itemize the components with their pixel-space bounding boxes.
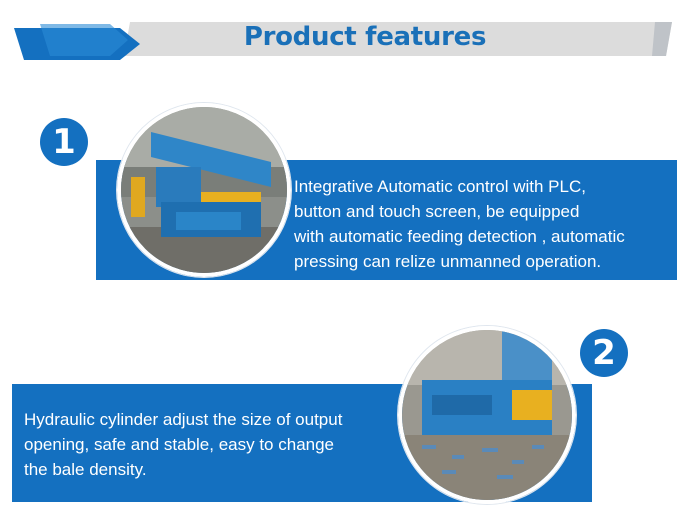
feature-1-line: pressing can relize unmanned operation. <box>294 252 602 271</box>
header-banner: Product features <box>0 0 690 70</box>
feature-number-badge-1: 1 <box>40 118 88 166</box>
baler-machine-photo-1 <box>117 103 291 277</box>
feature-number-badge-2: 2 <box>580 329 628 377</box>
banner-graphic <box>14 22 672 60</box>
baler-machine-photo-2 <box>398 326 576 504</box>
page-title: Product features <box>243 22 487 52</box>
feature-text-2: Hydraulic cylinder adjust the size of ou… <box>24 407 404 482</box>
feature-1-line: button and touch screen, be equipped <box>294 202 580 221</box>
feature-text-1: Integrative Automatic control with PLC, … <box>294 174 684 274</box>
feature-2-line: the bale density. <box>24 460 147 479</box>
feature-2-line: Hydraulic cylinder adjust the size of ou… <box>24 410 343 429</box>
feature-2-line: opening, safe and stable, easy to change <box>24 435 335 454</box>
feature-1-line: Integrative Automatic control with PLC, <box>294 177 586 196</box>
feature-1-line: with automatic feeding detection , autom… <box>294 227 625 246</box>
